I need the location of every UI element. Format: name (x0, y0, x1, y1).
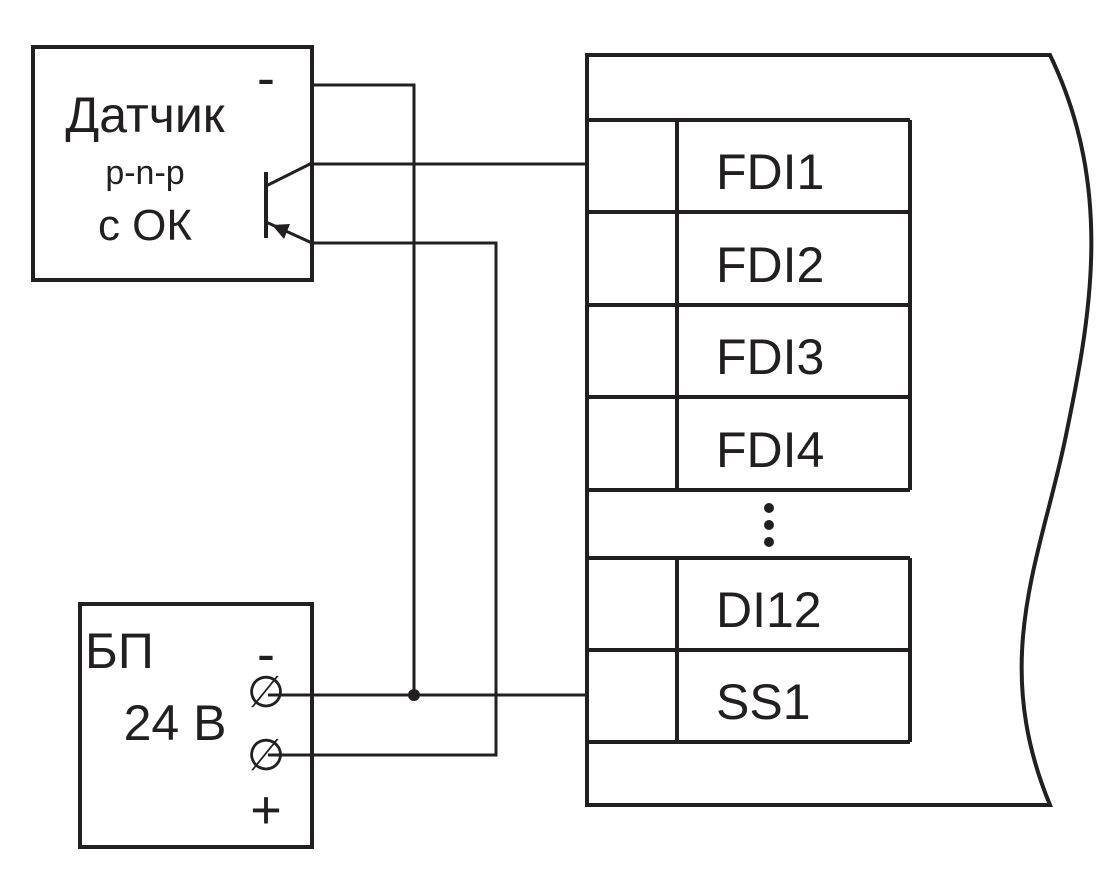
terminal-minus-icon: ∅ (247, 668, 285, 717)
power-supply-voltage: 24 В (124, 695, 227, 751)
terminal-block: FDI1 FDI2 FDI3 FDI4 DI12 SS1 (587, 118, 912, 744)
terminal-label-fdi2: FDI2 (716, 237, 824, 293)
device-frame (585, 53, 1094, 807)
transistor-icon (264, 161, 313, 245)
emitter-arrow-icon (272, 224, 290, 239)
ellipsis-icon (764, 503, 774, 547)
junction-dot (408, 689, 420, 701)
device-block: FDI1 FDI2 FDI3 FDI4 DI12 SS1 (585, 53, 1094, 807)
sensor-title: Датчик (65, 87, 225, 143)
terminal-label-ss1: SS1 (716, 674, 811, 730)
sensor-minus-label: - (257, 48, 275, 108)
wires (268, 83, 587, 757)
power-supply-frame (78, 602, 314, 849)
power-supply-plus-label: + (250, 780, 282, 840)
power-supply-block: БП 24 В - ∅ ∅ + (78, 602, 314, 849)
sensor-minus-wire (312, 83, 416, 695)
terminal-label-di12: DI12 (716, 582, 822, 638)
terminal-label-fdi4: FDI4 (716, 422, 824, 478)
power-supply-minus-label: - (257, 624, 275, 684)
terminal-label-fdi1: FDI1 (716, 144, 824, 200)
sensor-supply-wire (268, 241, 498, 757)
power-supply-label: БП (85, 623, 154, 679)
sensor-output: с ОК (98, 201, 192, 250)
sensor-block: Датчик p-n-p с ОК - (31, 45, 314, 282)
terminal-label-fdi3: FDI3 (716, 329, 824, 385)
sensor-type: p-n-p (105, 154, 184, 192)
